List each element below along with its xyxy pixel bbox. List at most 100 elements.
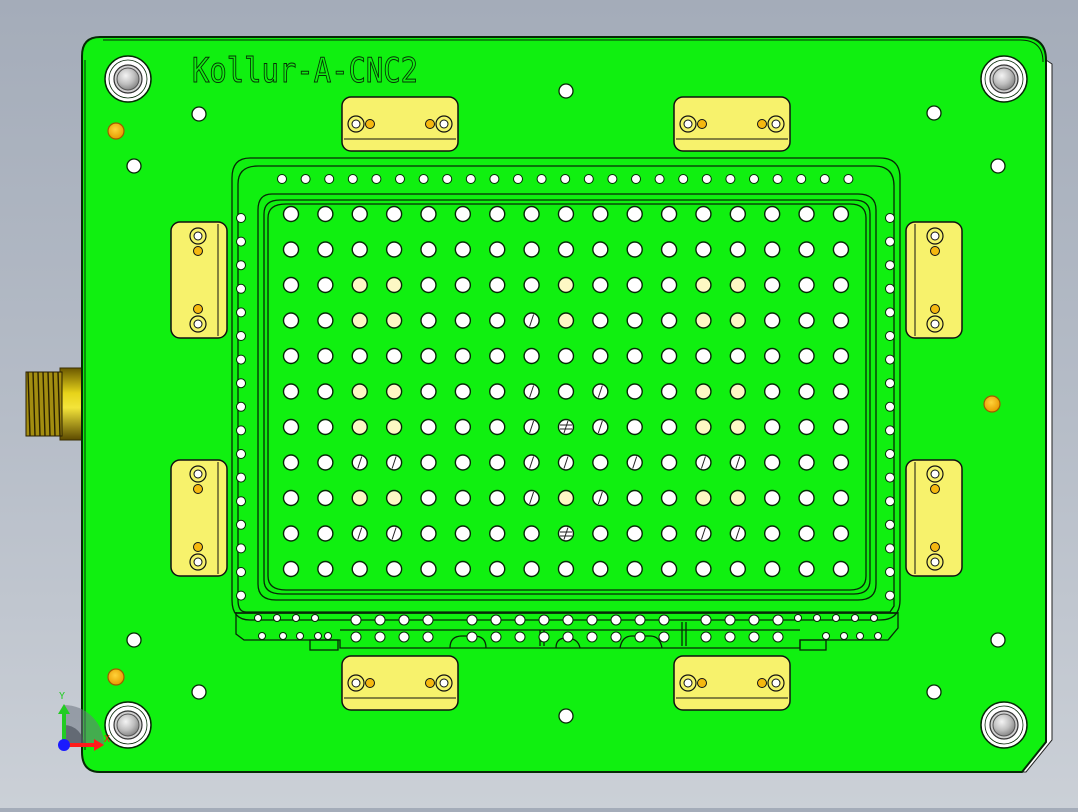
perimeter-hole bbox=[885, 449, 895, 459]
grid-hole bbox=[729, 489, 747, 507]
perimeter-hole bbox=[678, 174, 689, 184]
grid-hole bbox=[695, 418, 712, 436]
grid-hole bbox=[454, 560, 472, 578]
clamp-blocks bbox=[170, 96, 963, 711]
grid-hole bbox=[282, 525, 300, 542]
grid-hole bbox=[798, 383, 815, 400]
grid-hole bbox=[420, 454, 437, 471]
perimeter-hole bbox=[885, 260, 895, 271]
perimeter-hole bbox=[538, 614, 550, 626]
perimeter-hole bbox=[631, 174, 641, 184]
perimeter-hole bbox=[398, 631, 410, 643]
perimeter-hole bbox=[236, 519, 246, 530]
grid-hole bbox=[317, 454, 334, 471]
perimeter-hole bbox=[724, 614, 736, 626]
grid-hole bbox=[626, 205, 643, 223]
grid-hole bbox=[626, 347, 643, 365]
grid-hole bbox=[489, 418, 506, 436]
perimeter-hole bbox=[490, 614, 502, 626]
perimeter-hole bbox=[300, 174, 311, 184]
grid-hole bbox=[695, 560, 712, 578]
perimeter-hole bbox=[236, 331, 246, 341]
mounting-hole bbox=[191, 684, 207, 700]
grid-hole bbox=[385, 241, 403, 258]
perimeter-hole bbox=[658, 631, 670, 643]
perimeter-hole bbox=[885, 590, 895, 601]
clamp-block[interactable] bbox=[170, 221, 228, 339]
grid-hole bbox=[763, 418, 781, 436]
perimeter-hole bbox=[654, 174, 665, 184]
grid-hole bbox=[489, 560, 506, 578]
perimeter-hole bbox=[466, 631, 478, 643]
grid-hole bbox=[523, 525, 540, 542]
grid-hole bbox=[832, 347, 850, 365]
counterbore-bolt bbox=[104, 55, 152, 103]
grid-hole bbox=[763, 383, 781, 400]
grid-hole bbox=[626, 276, 643, 294]
perimeter-hole bbox=[489, 174, 500, 184]
clamp-block[interactable] bbox=[341, 96, 459, 152]
clamp-block[interactable] bbox=[170, 459, 228, 577]
perimeter-hole bbox=[772, 631, 784, 643]
grid-hole bbox=[695, 276, 712, 294]
perimeter-hole bbox=[885, 307, 895, 318]
fixture-plate[interactable] bbox=[81, 36, 1047, 773]
grid-hole bbox=[763, 205, 781, 223]
grid-hole bbox=[592, 525, 609, 542]
grid-hole bbox=[832, 489, 850, 507]
perimeter-hole bbox=[236, 260, 246, 271]
grid-hole bbox=[489, 525, 506, 542]
brass-fitting[interactable] bbox=[25, 367, 83, 441]
perimeter-hole bbox=[560, 174, 571, 184]
perimeter-hole bbox=[374, 631, 386, 643]
grid-hole bbox=[557, 418, 575, 436]
perimeter-hole bbox=[700, 614, 712, 626]
grid-hole bbox=[523, 205, 540, 223]
grid-hole bbox=[454, 276, 472, 294]
clamp-block[interactable] bbox=[341, 655, 459, 711]
clamp-block[interactable] bbox=[673, 96, 791, 152]
grid-hole bbox=[489, 347, 506, 365]
clamp-block[interactable] bbox=[905, 459, 963, 577]
grid-hole bbox=[317, 525, 334, 542]
grid-hole bbox=[798, 276, 815, 294]
mounting-hole bbox=[126, 632, 142, 648]
grid-hole bbox=[626, 418, 643, 436]
grid-hole bbox=[351, 383, 368, 400]
grid-hole bbox=[660, 525, 678, 542]
perimeter-hole bbox=[538, 631, 550, 643]
perimeter-hole bbox=[885, 567, 895, 577]
perimeter-hole bbox=[583, 174, 594, 184]
perimeter-hole bbox=[442, 174, 453, 184]
perimeter-hole bbox=[819, 174, 830, 184]
perimeter-hole bbox=[236, 378, 246, 389]
perimeter-hole bbox=[885, 236, 895, 247]
grid-hole bbox=[317, 560, 334, 578]
grid-hole bbox=[523, 383, 540, 400]
perimeter-hole bbox=[236, 236, 246, 247]
grid-hole bbox=[660, 205, 678, 223]
grid-hole bbox=[282, 489, 300, 507]
perimeter-hole bbox=[296, 632, 304, 640]
grid-hole bbox=[660, 276, 678, 294]
grid-hole bbox=[420, 312, 437, 329]
perimeter-hole bbox=[634, 614, 646, 626]
grid-hole bbox=[763, 489, 781, 507]
grid-hole bbox=[454, 241, 472, 258]
grid-hole bbox=[317, 347, 334, 365]
perimeter-hole bbox=[273, 614, 281, 622]
clamp-block[interactable] bbox=[905, 221, 963, 339]
perimeter-hole bbox=[236, 472, 246, 483]
grid-hole bbox=[592, 347, 609, 365]
perimeter-hole bbox=[748, 614, 760, 626]
clamp-block[interactable] bbox=[673, 655, 791, 711]
grid-hole bbox=[626, 560, 643, 578]
grid-hole bbox=[454, 205, 472, 223]
dowel-pin bbox=[107, 668, 125, 686]
grid-hole bbox=[626, 241, 643, 258]
grid-hole bbox=[695, 383, 712, 400]
grid-hole bbox=[420, 525, 437, 542]
grid-hole bbox=[385, 383, 403, 400]
